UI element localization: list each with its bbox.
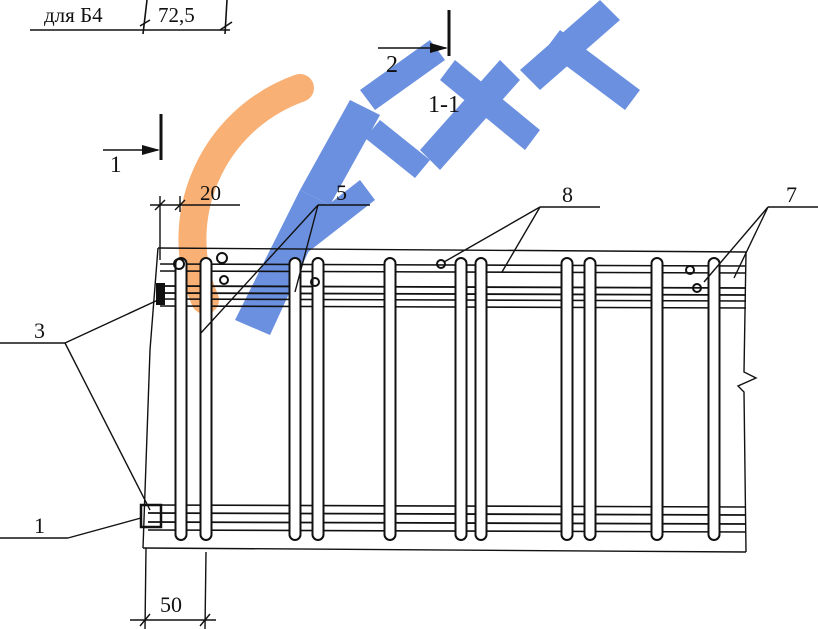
- callout-7-label: 7: [786, 182, 797, 207]
- bottom-longitudinal-bars: [147, 504, 747, 533]
- callout-3-label: 3: [34, 318, 45, 343]
- section-marker-1: 1: [103, 114, 163, 177]
- section-marker-1-label: 1: [110, 152, 122, 177]
- section-marker-2: 2: [378, 10, 451, 78]
- header-for-label: для Б4: [44, 3, 103, 27]
- vertical-rod-6: [454, 257, 468, 541]
- weld-plate-top: [156, 283, 165, 305]
- vertical-rod-4: [311, 257, 325, 541]
- callout-5: 5: [199, 180, 370, 335]
- weld-plate-bottom: [139, 503, 163, 529]
- callout-1: 1: [0, 513, 142, 539]
- vertical-rod-1: [174, 257, 188, 541]
- vertical-rod-10: [650, 257, 664, 541]
- vertical-rod-5: [383, 257, 397, 541]
- callout-3: 3: [0, 299, 159, 511]
- watermark-orange-arc: [178, 74, 314, 314]
- vertical-rod-8: [560, 257, 574, 541]
- callout-8: 8: [443, 182, 600, 273]
- dimension-50: 50: [130, 547, 216, 629]
- dimension-20-label: 20: [200, 181, 221, 205]
- dimension-20: 20: [150, 181, 240, 260]
- vertical-rods: [174, 257, 721, 541]
- section-marker-2-label: 2: [386, 52, 398, 78]
- header-dim-value: 72,5: [158, 3, 195, 27]
- vertical-rod-9: [583, 257, 597, 541]
- callout-1-label: 1: [34, 513, 45, 538]
- slab-outline: [142, 247, 758, 553]
- vertical-rod-2: [199, 257, 213, 541]
- callout-8-label: 8: [562, 182, 573, 207]
- vertical-rod-11: [707, 257, 721, 541]
- watermark: [178, 0, 640, 335]
- weld-plates: [139, 283, 165, 529]
- dimension-50-label: 50: [160, 592, 182, 617]
- callout-7: 7: [703, 182, 818, 283]
- section-title: 1-1: [428, 92, 460, 118]
- watermark-blue-mark: [235, 0, 640, 335]
- callout-5-label: 5: [336, 180, 347, 205]
- vertical-rod-3: [288, 257, 302, 541]
- vertical-rod-7: [474, 257, 488, 541]
- bar-sections: [173, 252, 702, 293]
- header-dimension: для Б4 72,5: [30, 0, 233, 35]
